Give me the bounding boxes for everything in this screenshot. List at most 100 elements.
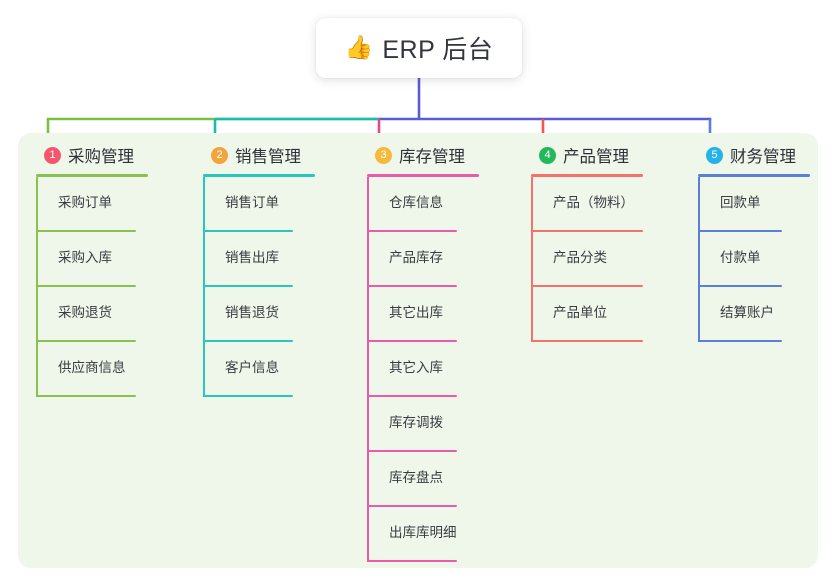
leaf-item[interactable]: 产品（物料） [531,177,643,232]
category-header-1[interactable]: 1 采购管理 [36,140,148,170]
leaf-spine-5 [698,177,700,342]
root-node[interactable]: 👍 ERP 后台 [316,18,522,78]
leaf-label: 客户信息 [225,360,279,375]
leaf-item[interactable]: 结算账户 [698,287,810,342]
leaf-item[interactable]: 采购订单 [36,177,148,232]
category-column-2: 2 销售管理销售订单销售出库销售退货客户信息 [203,140,315,397]
leaf-label: 销售订单 [225,195,279,210]
leaf-item[interactable]: 产品分类 [531,232,643,287]
leaf-underline [367,230,457,232]
leaf-underline [698,230,782,232]
leaf-list-2: 销售订单销售出库销售退货客户信息 [203,177,315,397]
leaf-label: 销售出库 [225,250,279,265]
leaf-label: 仓库信息 [389,195,443,210]
leaf-underline [367,505,457,507]
leaf-label: 库存盘点 [389,470,443,485]
leaf-underline [698,340,782,342]
category-underline-4 [531,174,643,177]
leaf-label: 产品库存 [389,250,443,265]
leaf-underline [698,285,782,287]
leaf-underline [367,560,457,562]
category-badge-2: 2 [211,146,228,164]
leaf-item[interactable]: 回款单 [698,177,810,232]
leaf-label: 其它入库 [389,360,443,375]
category-header-4[interactable]: 4 产品管理 [531,140,643,170]
root-title: ERP 后台 [382,36,494,64]
leaf-item[interactable]: 出库库明细 [367,507,479,562]
leaf-item[interactable]: 销售退货 [203,287,315,342]
leaf-item[interactable]: 产品单位 [531,287,643,342]
leaf-underline [531,285,643,287]
leaf-label: 产品单位 [553,305,607,320]
leaf-underline [367,395,457,397]
category-underline-5 [698,174,810,177]
leaf-underline [36,395,136,397]
leaf-underline [203,285,293,287]
leaf-label: 采购入库 [58,250,112,265]
leaf-label: 库存调拨 [389,415,443,430]
category-column-3: 3 库存管理仓库信息产品库存其它出库其它入库库存调拨库存盘点出库库明细 [367,140,479,562]
leaf-item[interactable]: 库存盘点 [367,452,479,507]
leaf-spine-3 [367,177,369,562]
category-underline-3 [367,174,479,177]
leaf-spine-2 [203,177,205,397]
leaf-underline [367,285,457,287]
leaf-underline [367,450,457,452]
category-badge-3: 3 [375,146,392,164]
content-panel [18,133,818,568]
leaf-item[interactable]: 其它入库 [367,342,479,397]
leaf-spine-4 [531,177,533,342]
category-badge-4: 4 [539,146,556,164]
leaf-label: 产品（物料） [553,195,634,210]
leaf-label: 出库库明细 [389,525,457,540]
leaf-list-5: 回款单付款单结算账户 [698,177,810,342]
leaf-item[interactable]: 采购入库 [36,232,148,287]
leaf-underline [36,230,136,232]
leaf-item[interactable]: 其它出库 [367,287,479,342]
leaf-label: 采购退货 [58,305,112,320]
category-header-3[interactable]: 3 库存管理 [367,140,479,170]
leaf-underline [36,340,136,342]
leaf-item[interactable]: 库存调拨 [367,397,479,452]
leaf-label: 供应商信息 [58,360,126,375]
leaf-label: 销售退货 [225,305,279,320]
category-underline-2 [203,174,315,177]
leaf-label: 付款单 [720,250,761,265]
category-column-1: 1 采购管理采购订单采购入库采购退货供应商信息 [36,140,148,397]
leaf-item[interactable]: 产品库存 [367,232,479,287]
category-header-2[interactable]: 2 销售管理 [203,140,315,170]
leaf-underline [203,340,293,342]
category-badge-1: 1 [44,146,61,164]
thumbs-up-icon: 👍 [344,34,374,61]
leaf-list-1: 采购订单采购入库采购退货供应商信息 [36,177,148,397]
category-title-3: 库存管理 [399,148,465,166]
leaf-spine-1 [36,177,38,397]
category-column-5: 5 财务管理回款单付款单结算账户 [698,140,810,342]
leaf-underline [203,395,293,397]
category-header-5[interactable]: 5 财务管理 [698,140,810,170]
leaf-item[interactable]: 仓库信息 [367,177,479,232]
category-title-5: 财务管理 [730,148,796,166]
leaf-label: 采购订单 [58,195,112,210]
leaf-item[interactable]: 付款单 [698,232,810,287]
leaf-item[interactable]: 销售出库 [203,232,315,287]
leaf-item[interactable]: 客户信息 [203,342,315,397]
category-badge-5: 5 [706,146,723,164]
leaf-item[interactable]: 供应商信息 [36,342,148,397]
leaf-label: 产品分类 [553,250,607,265]
category-title-2: 销售管理 [235,148,301,166]
leaf-item[interactable]: 销售订单 [203,177,315,232]
category-title-4: 产品管理 [563,148,629,166]
leaf-list-3: 仓库信息产品库存其它出库其它入库库存调拨库存盘点出库库明细 [367,177,479,562]
leaf-label: 结算账户 [720,305,774,320]
category-column-4: 4 产品管理产品（物料） 产品分类产品单位 [531,140,643,342]
category-title-1: 采购管理 [68,148,134,166]
leaf-underline [36,285,136,287]
leaf-label: 其它出库 [389,305,443,320]
leaf-item[interactable]: 采购退货 [36,287,148,342]
leaf-underline [531,340,643,342]
leaf-underline [367,340,457,342]
leaf-list-4: 产品（物料） 产品分类产品单位 [531,177,643,342]
